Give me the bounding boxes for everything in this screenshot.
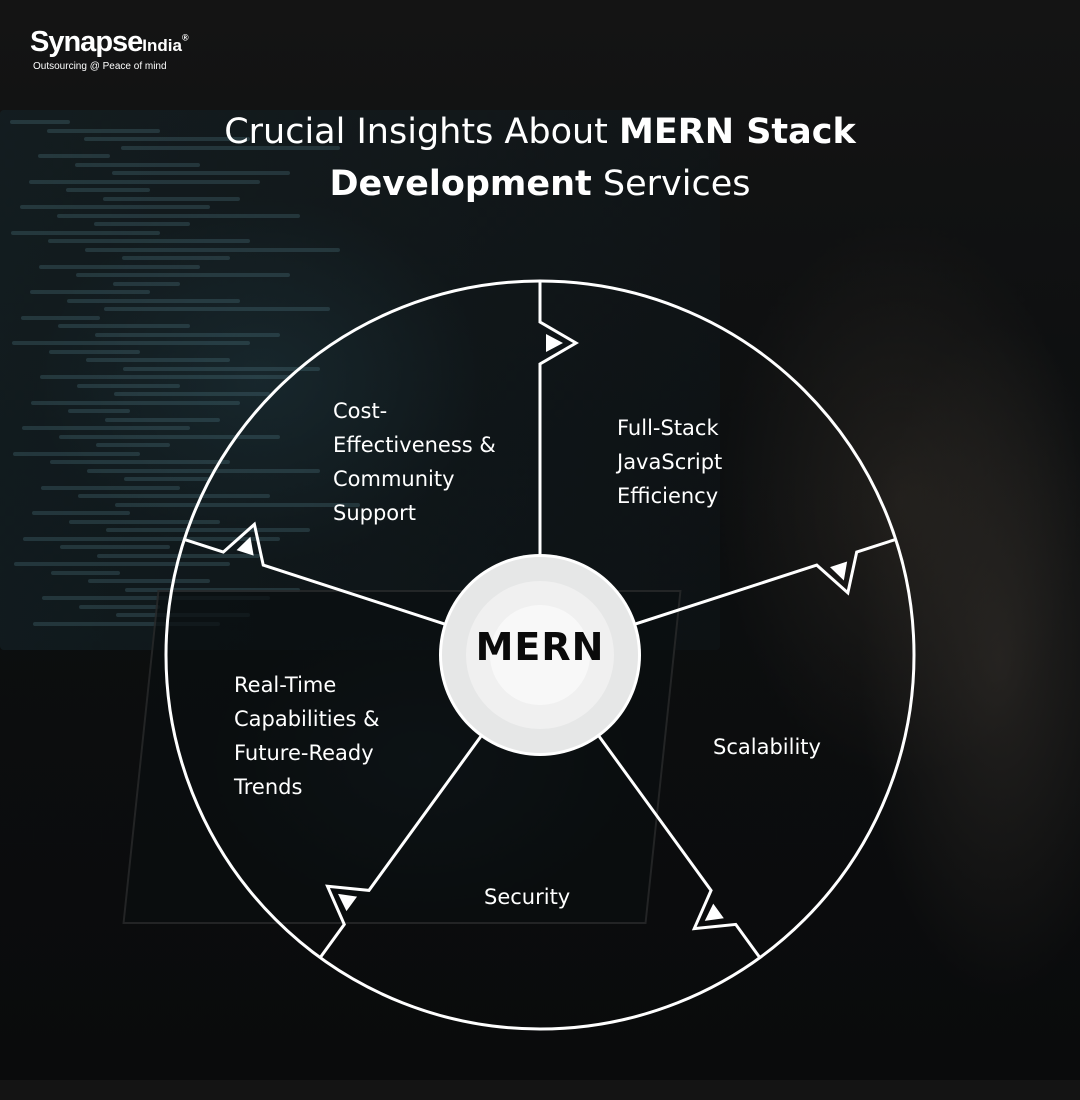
segment-label-security: Security xyxy=(484,885,571,909)
background-code-line xyxy=(123,366,320,371)
logo-name: Synapse xyxy=(30,26,143,58)
arrow-marker-icon xyxy=(704,903,724,921)
background-monitor xyxy=(0,110,720,650)
background-code-line xyxy=(69,519,220,524)
background-code-line xyxy=(13,451,140,456)
arrow-marker-icon xyxy=(546,334,563,352)
background-code-line xyxy=(20,205,210,209)
logo-name-suffix: India xyxy=(142,36,182,55)
background-code-line xyxy=(33,621,220,626)
spoke-line xyxy=(318,730,486,959)
background-code-line xyxy=(67,298,240,303)
background-code-line xyxy=(29,179,260,184)
background-code-line xyxy=(60,545,170,549)
background-code-line xyxy=(41,485,180,490)
background-code-line xyxy=(11,230,160,235)
background-code-line xyxy=(50,460,230,464)
background-code-line xyxy=(85,247,340,252)
background-code-line xyxy=(59,434,280,439)
background-code-line xyxy=(51,570,120,575)
logo-registered: ® xyxy=(181,32,189,43)
logo-tagline: Outsourcing @ Peace of mind xyxy=(33,61,167,72)
background-code-line xyxy=(114,392,270,396)
title-text: Crucial Insights About xyxy=(224,112,620,152)
background-code-line xyxy=(96,443,170,447)
background-code-line xyxy=(48,239,250,243)
background-code-line xyxy=(47,128,160,133)
background-code-line xyxy=(94,222,190,226)
spoke-line xyxy=(594,730,762,959)
background-code-line xyxy=(106,528,310,532)
background-code-line xyxy=(38,154,110,158)
background-code-line xyxy=(112,171,290,175)
spoke xyxy=(594,730,762,959)
segment-label-cost: Cost-Effectiveness & Community Support xyxy=(333,399,496,525)
background-code-line xyxy=(12,341,250,345)
arrow-marker-icon xyxy=(236,536,254,556)
background-code-line xyxy=(87,468,320,473)
background-code-line xyxy=(105,417,220,422)
background-code-line xyxy=(30,290,150,294)
background-code-line xyxy=(39,264,200,269)
spoke xyxy=(538,281,579,560)
center-core xyxy=(490,605,590,705)
background-code-line xyxy=(103,196,240,201)
background-code-line xyxy=(79,604,160,609)
background-code-line xyxy=(104,307,330,311)
spoke-line xyxy=(183,521,451,628)
center-label: MERN xyxy=(475,625,605,669)
background-code-line xyxy=(14,562,230,566)
background-code-line xyxy=(115,502,360,507)
background-code-line xyxy=(124,477,210,481)
spoke xyxy=(629,538,897,628)
background-code-line xyxy=(22,426,190,430)
segment-label-full-stack: Full-Stack JavaScript Efficiency xyxy=(617,416,723,508)
spoke-line xyxy=(538,281,579,560)
background-code-line xyxy=(58,324,190,328)
background-code-line xyxy=(75,162,200,167)
background-code-line xyxy=(122,256,230,260)
brand-logo: SynapseIndia® Outsourcing @ Peace of min… xyxy=(30,26,189,72)
background-code-line xyxy=(32,511,130,515)
background-code-line xyxy=(84,137,250,141)
background-code-line xyxy=(10,120,70,124)
background-code-line xyxy=(78,494,270,498)
background-code-line xyxy=(68,409,130,413)
background-code-line xyxy=(113,281,180,286)
background-code-line xyxy=(57,213,300,218)
background-code-line xyxy=(88,579,210,583)
spoke xyxy=(318,730,486,959)
title-bold: Development xyxy=(329,164,592,204)
background-code-line xyxy=(49,349,140,354)
background-code-line xyxy=(23,536,280,541)
background-code-line xyxy=(21,315,100,320)
background-code-line xyxy=(40,375,290,379)
background-code-line xyxy=(95,332,280,337)
background-code-line xyxy=(125,587,300,592)
spoke xyxy=(183,521,451,628)
background-code-line xyxy=(86,358,230,362)
background-code-line xyxy=(121,145,340,150)
page-title: Crucial Insights About MERN Stack Develo… xyxy=(0,106,1080,210)
arrow-marker-icon xyxy=(338,893,358,912)
spoke-line xyxy=(629,538,897,628)
title-text: Services xyxy=(591,164,751,204)
background-code-line xyxy=(77,383,180,388)
segment-label-real-time: Real-Time Capabilities & Future-Ready Tr… xyxy=(234,673,380,799)
background-code-line xyxy=(76,273,290,277)
background-code-line xyxy=(31,400,240,405)
arrow-marker-icon xyxy=(830,561,848,581)
background-code-line xyxy=(66,188,150,192)
background-person xyxy=(820,100,1080,1100)
segment-label-scalability: Scalability xyxy=(713,735,821,759)
title-bold: MERN Stack xyxy=(619,112,856,152)
